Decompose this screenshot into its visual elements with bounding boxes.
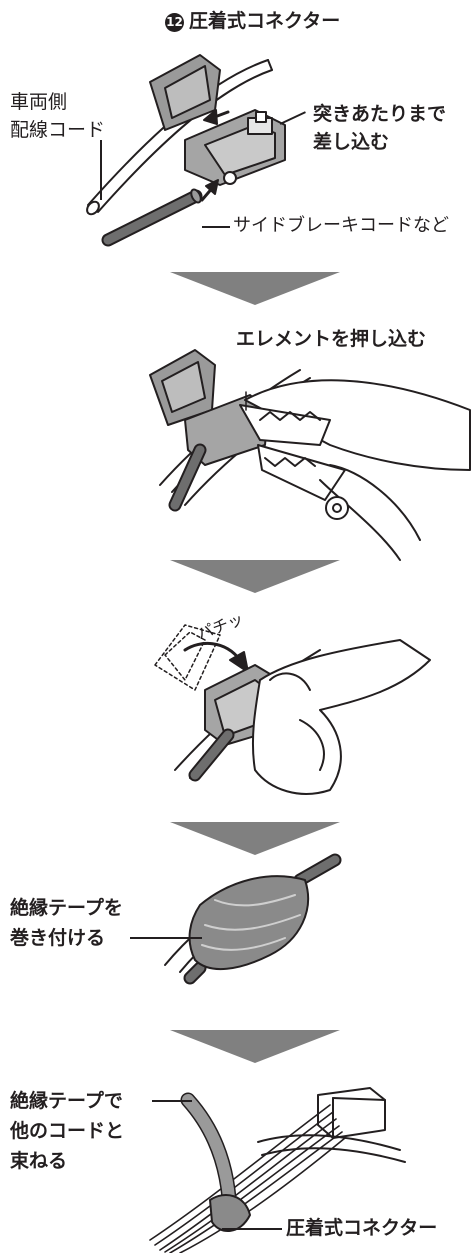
insert-label-line2: 差し込む xyxy=(313,128,446,156)
bundle-label-line2: 他のコードと xyxy=(10,1116,124,1146)
insulation-tape-wrap xyxy=(190,876,309,969)
step2-illustration xyxy=(150,350,470,560)
hand-step3 xyxy=(253,640,430,794)
step4-illustration xyxy=(165,860,335,978)
crimp-connector-label: 圧着式コネクター xyxy=(286,1215,437,1241)
leader-vehicle-wire xyxy=(100,140,102,200)
tape-label-line2: 巻き付ける xyxy=(10,923,123,953)
brake-cord-label: サイドブレーキコードなど xyxy=(233,213,449,239)
insulation-tape-strip xyxy=(188,1100,250,1231)
step3-illustration xyxy=(155,625,430,794)
pliers xyxy=(240,380,470,560)
insert-label: 突きあたりまで 差し込む xyxy=(313,100,446,156)
leader-connector xyxy=(222,1228,282,1230)
press-element-label: エレメントを押し込む xyxy=(236,326,426,352)
side-brake-cord xyxy=(108,188,203,240)
connector-number-badge: 12 xyxy=(165,13,184,32)
step-arrow-4 xyxy=(170,1030,340,1063)
leader-bundle xyxy=(152,1100,192,1102)
bundle-label-line1: 絶縁テープで xyxy=(10,1086,124,1116)
leader-brake-cord xyxy=(202,226,230,228)
connector-title-text: 圧着式コネクター xyxy=(189,10,340,32)
vehicle-wire-label: 車両側 配線コード xyxy=(10,88,105,144)
step-arrow-2 xyxy=(170,560,340,593)
connector-plug xyxy=(318,1088,385,1138)
vehicle-wire-label-line2: 配線コード xyxy=(10,116,105,144)
tape-label: 絶縁テープを 巻き付ける xyxy=(10,893,123,953)
step-arrow-3 xyxy=(170,822,340,855)
vehicle-wire-label-line1: 車両側 xyxy=(10,88,105,116)
connector-title: 12 圧着式コネクター xyxy=(165,8,340,34)
step-arrow-1 xyxy=(170,272,340,305)
bundle-label: 絶縁テープで 他のコードと 束ねる xyxy=(10,1086,124,1176)
bundle-label-line3: 束ねる xyxy=(10,1146,124,1176)
insert-label-line1: 突きあたりまで xyxy=(313,100,446,128)
leader-tape xyxy=(130,937,202,939)
tape-label-line1: 絶縁テープを xyxy=(10,893,123,923)
